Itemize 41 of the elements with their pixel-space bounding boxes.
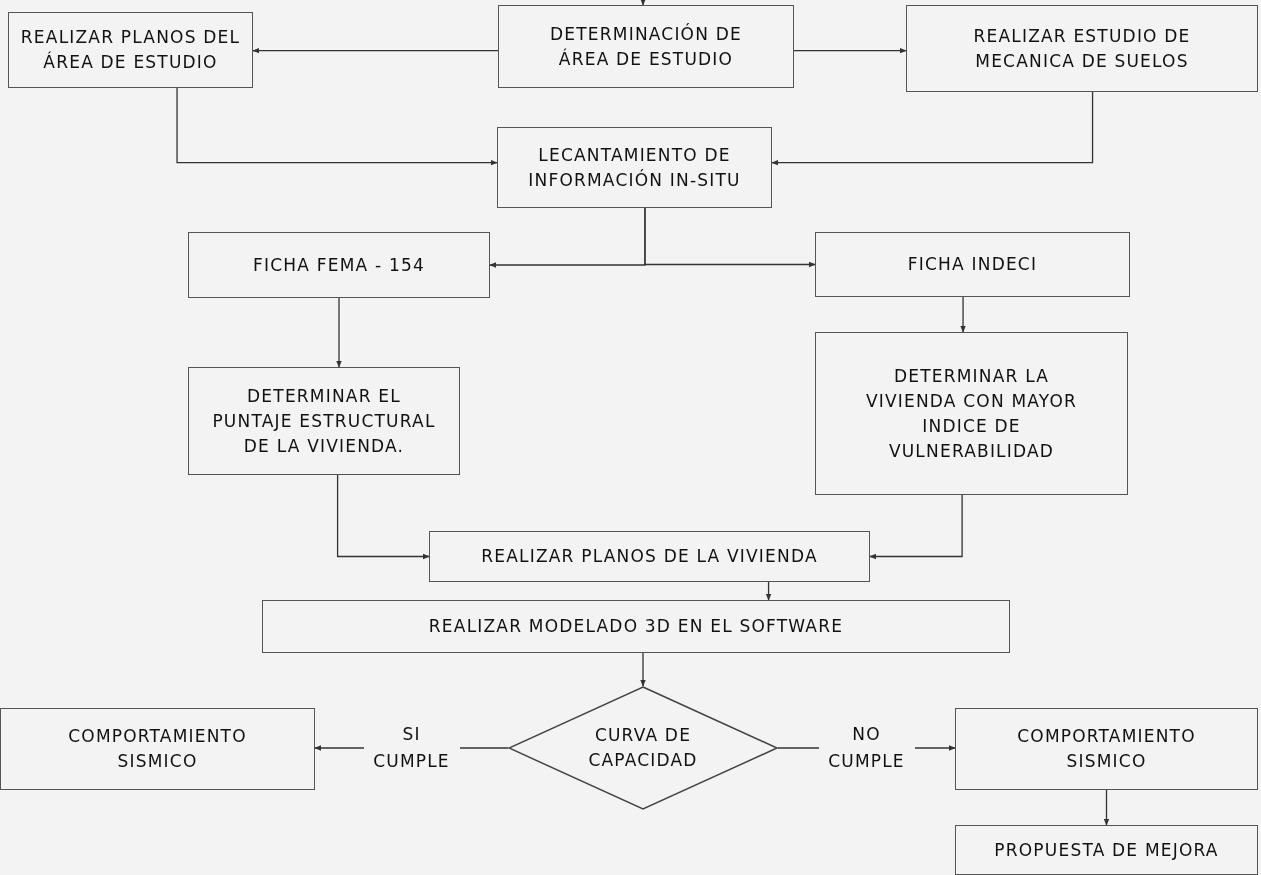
- box-text: CURVA DE CAPACIDAD: [587, 724, 699, 772]
- box-text: LECANTAMIENTO DE INFORMACIÓN IN-SITU: [527, 143, 742, 192]
- arrow: [640, 652, 646, 687]
- box-text: FICHA INDECI: [906, 253, 1039, 276]
- box-text: REALIZAR PLANOS DE LA VIVIENDA: [480, 545, 819, 568]
- box-text: REALIZAR PLANOS DEL ÁREA DE ESTUDIO: [19, 26, 242, 74]
- decision-diamond: [508, 686, 778, 810]
- box-text: PROPUESTA DE MEJORA: [993, 838, 1220, 862]
- process-box: [906, 5, 1258, 92]
- arrow: [1103, 789, 1110, 826]
- arrow: [176, 87, 498, 166]
- arrow: [336, 474, 430, 560]
- arrow: [869, 494, 963, 560]
- arrow: [336, 297, 342, 368]
- box-text: COMPORTAMIENTO SISMICO: [67, 725, 248, 773]
- arrow: [771, 91, 1094, 166]
- process-box: [815, 332, 1128, 495]
- box-text: REALIZAR MODELADO 3D EN EL SOFTWARE: [427, 615, 845, 638]
- process-box: [497, 127, 772, 208]
- process-box: [8, 12, 253, 88]
- process-box: [429, 531, 870, 582]
- arrow: [252, 47, 499, 54]
- process-box: [188, 232, 490, 298]
- process-box: [498, 5, 794, 88]
- process-box: [262, 600, 1010, 653]
- process-box: [188, 367, 460, 475]
- process-box: [0, 708, 315, 790]
- arrow: [644, 207, 816, 268]
- arrow: [960, 296, 966, 333]
- box-text: DETERMINACIÓN DE ÁREA DE ESTUDIO: [549, 22, 743, 71]
- arrow: [765, 581, 772, 601]
- box-text: DETERMINAR EL PUNTAJE ESTRUCTURAL DE LA VIVIENDA.: [211, 384, 437, 458]
- box-text: COMPORTAMIENTO SISMICO: [1016, 725, 1197, 773]
- process-box: [955, 825, 1258, 875]
- process-box: [955, 708, 1258, 790]
- process-box: [815, 232, 1130, 297]
- arrow: [793, 47, 907, 54]
- box-text: REALIZAR ESTUDIO DE MECANICA DE SUELOS: [972, 24, 1192, 73]
- box-text: FICHA FEMA - 154: [252, 253, 426, 277]
- arrow: [640, 0, 646, 6]
- box-text: DETERMINAR LA VIVIENDA CON MAYOR INDICE DE VULNERABILIDAD: [864, 364, 1079, 463]
